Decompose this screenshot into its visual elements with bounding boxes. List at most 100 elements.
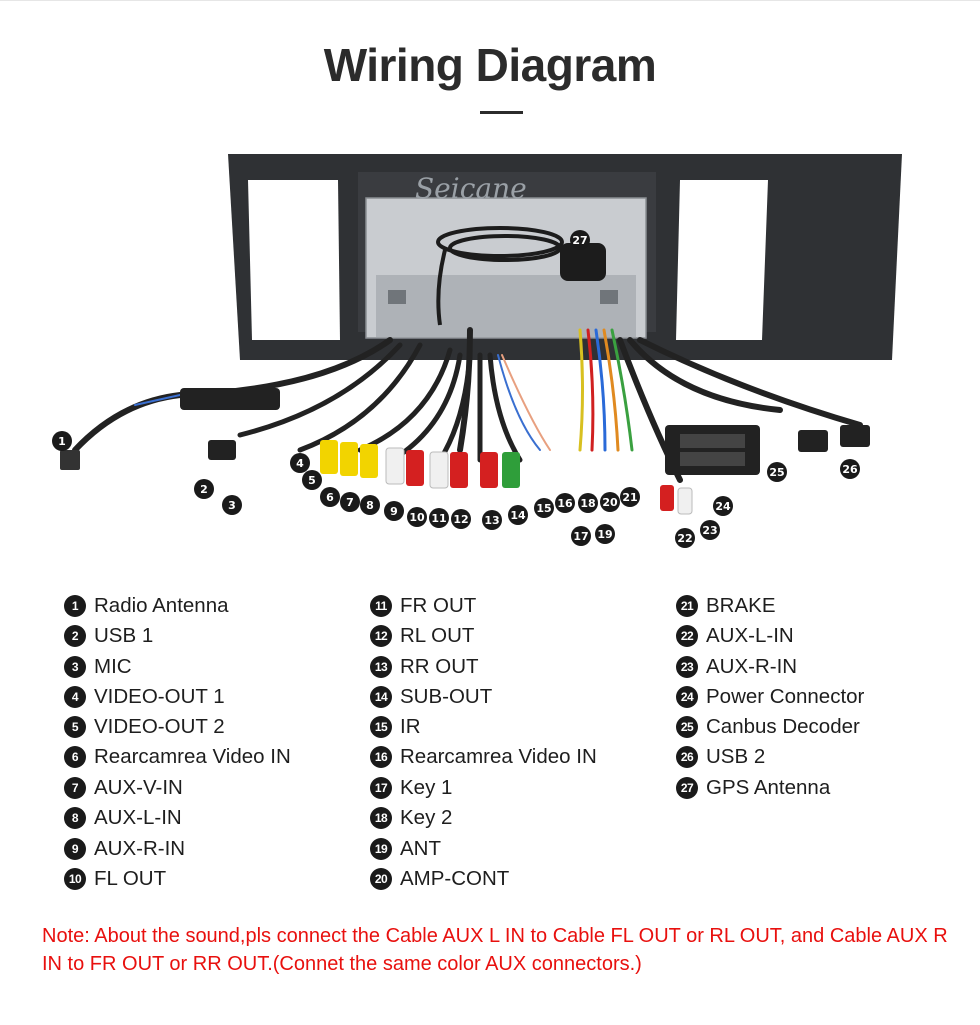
legend-label: Rearcamrea Video IN <box>400 745 597 768</box>
legend-label: AUX-L-IN <box>94 806 182 829</box>
svg-text:23: 23 <box>702 524 717 537</box>
legend-label: USB 1 <box>94 624 154 647</box>
legend-number-badge: 20 <box>370 868 392 890</box>
legend-label: Radio Antenna <box>94 594 229 617</box>
legend-label: AMP-CONT <box>400 867 510 890</box>
legend-label: RL OUT <box>400 624 475 647</box>
callout-19: 19 <box>595 524 615 544</box>
legend-number-badge: 2 <box>64 625 86 647</box>
legend-item: 14 SUB-OUT <box>370 685 492 709</box>
callout-9: 9 <box>384 501 404 521</box>
legend-label: SUB-OUT <box>400 685 493 708</box>
rca-connectors <box>320 440 693 515</box>
callout-15: 15 <box>534 498 554 518</box>
legend-item: 27 GPS Antenna <box>676 776 830 800</box>
svg-text:14: 14 <box>510 509 526 522</box>
callout-17: 17 <box>571 526 591 546</box>
legend-label: MIC <box>94 655 132 678</box>
svg-text:6: 6 <box>326 491 334 504</box>
legend-label: AUX-L-IN <box>706 624 794 647</box>
legend-label: Key 1 <box>400 776 453 799</box>
svg-text:7: 7 <box>346 496 354 509</box>
svg-text:13: 13 <box>484 514 499 527</box>
svg-text:3: 3 <box>228 499 236 512</box>
legend-number-badge: 9 <box>64 838 86 860</box>
callout-22: 22 <box>675 528 695 548</box>
legend-number-badge: 6 <box>64 746 86 768</box>
svg-text:19: 19 <box>597 528 612 541</box>
legend-number-badge: 11 <box>370 595 392 617</box>
legend-label: AUX-R-IN <box>706 655 798 678</box>
legend-number-badge: 4 <box>64 686 86 708</box>
legend-number-badge: 16 <box>370 746 392 768</box>
legend-number-badge: 24 <box>676 686 698 708</box>
legend-item: 8 AUX-L-IN <box>64 806 182 830</box>
radio-antenna-plug <box>60 388 280 470</box>
legend-number-badge: 14 <box>370 686 392 708</box>
svg-text:4: 4 <box>296 457 304 470</box>
legend-number-badge: 18 <box>370 807 392 829</box>
legend-number-badge: 17 <box>370 777 392 799</box>
callout-6: 6 <box>320 487 340 507</box>
legend-item: 16 Rearcamrea Video IN <box>370 745 597 769</box>
legend-number-badge: 15 <box>370 716 392 738</box>
callout-23: 23 <box>700 520 720 540</box>
legend-item: 1 Radio Antenna <box>64 594 229 618</box>
svg-text:21: 21 <box>622 491 637 504</box>
legend-item: 20 AMP-CONT <box>370 867 509 891</box>
svg-text:8: 8 <box>366 499 374 512</box>
callout-7: 7 <box>340 492 360 512</box>
legend-number-badge: 23 <box>676 656 698 678</box>
title-underline <box>480 111 523 114</box>
watermark-logo: Seicane <box>415 172 527 205</box>
legend-number-badge: 8 <box>64 807 86 829</box>
legend-item: 9 AUX-R-IN <box>64 837 185 861</box>
legend-label: ANT <box>400 837 441 860</box>
svg-text:24: 24 <box>715 500 731 513</box>
callout-26: 26 <box>840 459 860 479</box>
svg-text:9: 9 <box>390 505 398 518</box>
callout-3: 3 <box>222 495 242 515</box>
svg-text:10: 10 <box>409 511 425 524</box>
legend-number-badge: 5 <box>64 716 86 738</box>
page-title: Wiring Diagram <box>323 39 657 91</box>
legend-label: AUX-R-IN <box>94 837 186 860</box>
svg-text:20: 20 <box>602 496 618 509</box>
svg-text:1: 1 <box>58 435 66 448</box>
callout-24: 24 <box>713 496 733 516</box>
legend-label: FL OUT <box>94 867 167 890</box>
callout-13: 13 <box>482 510 502 530</box>
callout-27: 27 <box>570 230 590 250</box>
legend-item: 2 USB 1 <box>64 624 153 648</box>
legend-item: 15 IR <box>370 715 421 739</box>
legend-number-badge: 27 <box>676 777 698 799</box>
svg-text:22: 22 <box>677 532 692 545</box>
legend-item: 17 Key 1 <box>370 776 452 800</box>
callout-14: 14 <box>508 505 528 525</box>
callout-20: 20 <box>600 492 620 512</box>
callout-1: 1 <box>52 431 72 451</box>
legend-number-badge: 21 <box>676 595 698 617</box>
legend-label: IR <box>400 715 421 738</box>
legend-label: USB 2 <box>706 745 766 768</box>
legend-number-badge: 1 <box>64 595 86 617</box>
svg-text:15: 15 <box>536 502 551 515</box>
callout-21: 21 <box>620 487 640 507</box>
legend-label: GPS Antenna <box>706 776 831 799</box>
legend-number-badge: 3 <box>64 656 86 678</box>
svg-text:27: 27 <box>572 234 587 247</box>
svg-text:11: 11 <box>431 512 446 525</box>
callout-2: 2 <box>194 479 214 499</box>
